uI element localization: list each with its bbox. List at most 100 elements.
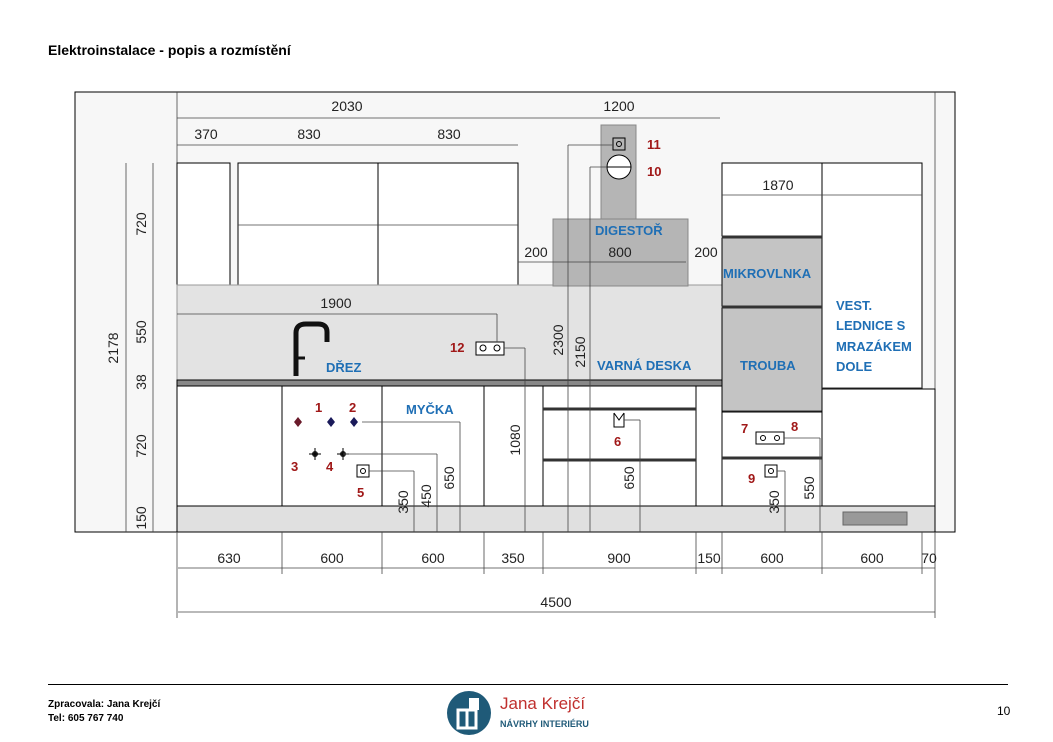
point-5: 5	[357, 485, 364, 500]
logo-name: Jana Krejčí	[500, 694, 586, 713]
phone-line: Tel: 605 767 740	[48, 713, 124, 724]
oven-appliance	[721, 307, 823, 413]
fridge-bottom	[821, 388, 936, 507]
plinth-vent	[842, 511, 908, 526]
dim-650-hob: 650	[621, 466, 637, 490]
dim-bottom-600-a: 600	[320, 550, 344, 566]
socket-5-dot	[360, 468, 366, 474]
author-line: Zpracovala: Jana Krejčí	[48, 699, 161, 710]
point-9: 9	[748, 471, 755, 486]
socket-12-dot-a	[479, 344, 487, 352]
dimension-lines	[125, 117, 936, 618]
dim-upper-370: 370	[194, 126, 218, 142]
dim-top-1200: 1200	[603, 98, 634, 114]
worktop	[176, 379, 723, 387]
fridge-unit	[821, 162, 923, 390]
point-11: 11	[647, 137, 661, 152]
dim-bottom-150: 150	[697, 550, 721, 566]
base-cabinet-150	[695, 385, 723, 507]
socket-8-dot	[774, 435, 780, 441]
hood-socket-dot	[616, 141, 622, 147]
dim-hood-800: 800	[608, 244, 632, 260]
dim-height-150: 150	[133, 506, 149, 530]
label-hood: DIGESTOŘ	[595, 223, 663, 238]
socket-7-dot	[760, 435, 766, 441]
dim-350-right: 350	[766, 490, 782, 514]
socket-9-dot	[768, 468, 774, 474]
dim-total-4500: 4500	[540, 594, 571, 610]
upper-cabinet-370	[176, 162, 231, 286]
page-title: Elektroinstalace - popis a rozmístění	[48, 42, 291, 58]
dim-backsplash-1900: 1900	[320, 295, 351, 311]
point-2: 2	[349, 400, 356, 415]
upper-cabinet-830-b	[377, 162, 519, 286]
label-fridge-line-1: VEST.	[836, 298, 872, 313]
logo-mark-icon	[447, 691, 491, 735]
dim-upper-830-a: 830	[297, 126, 321, 142]
point-1: 1	[315, 400, 322, 415]
label-oven: TROUBA	[740, 358, 796, 373]
socket-12-dot-b	[493, 344, 501, 352]
tall-unit-top	[721, 162, 823, 237]
dim-bottom-600-c: 600	[760, 550, 784, 566]
point-8: 8	[791, 419, 798, 434]
point-6: 6	[614, 434, 621, 449]
marker-2-a-icon	[327, 417, 335, 427]
logo-subtitle: NÁVRHY INTERIÉRU	[500, 719, 589, 729]
hood-socket-box	[612, 137, 626, 151]
faucet-icon	[293, 321, 330, 376]
dim-2300: 2300	[550, 324, 566, 355]
point-3: 3	[291, 459, 298, 474]
dim-height-550: 550	[133, 320, 149, 344]
microwave-appliance	[721, 237, 823, 307]
dim-height-2178: 2178	[105, 332, 121, 363]
label-microwave: MIKROVLNKA	[723, 266, 812, 281]
dim-hood-200-right: 200	[694, 244, 718, 260]
dim-hood-200-left: 200	[524, 244, 548, 260]
dim-bottom-630: 630	[217, 550, 241, 566]
upper-cabinet-830-a	[237, 162, 379, 286]
marker-3-icon	[309, 448, 321, 460]
footer-author: Zpracovala: Jana Krejčí Tel: 605 767 740	[48, 698, 160, 726]
brand-logo: Jana Krejčí NÁVRHY INTERIÉRU	[446, 690, 596, 738]
dim-height-38: 38	[133, 374, 149, 390]
marker-2-b-icon	[350, 417, 358, 427]
dim-tall-1870: 1870	[762, 177, 793, 193]
base-cabinet-350	[483, 385, 544, 507]
dim-height-720-upper: 720	[133, 212, 149, 236]
page-number: 10	[997, 704, 1011, 718]
dim-height-720-base: 720	[133, 434, 149, 458]
point-10: 10	[647, 164, 661, 179]
dim-550: 550	[801, 476, 817, 500]
label-hob: VARNÁ DESKA	[597, 358, 692, 373]
socket-5	[356, 464, 370, 478]
point-12: 12	[450, 340, 464, 355]
label-fridge-line-4: DOLE	[836, 359, 872, 374]
point-4: 4	[326, 459, 334, 474]
dim-450: 450	[418, 484, 434, 508]
dim-bottom-900: 900	[607, 550, 631, 566]
footer-rule	[48, 684, 1008, 685]
label-sink: DŘEZ	[326, 360, 361, 375]
label-dishwasher: MYČKA	[406, 402, 454, 417]
marker-1-icon	[294, 417, 302, 427]
base-cabinet-630	[176, 385, 283, 507]
hood-canopy	[552, 218, 689, 287]
label-fridge-line-2: LEDNICE S	[836, 318, 906, 333]
dim-bottom-70: 70	[921, 550, 937, 566]
dim-650-dishwasher: 650	[441, 466, 457, 490]
label-fridge-line-3: MRAZÁKEM	[836, 339, 912, 354]
dim-350-left: 350	[395, 490, 411, 514]
plinth	[176, 505, 936, 533]
dim-bottom-600-b: 600	[421, 550, 445, 566]
dim-upper-830-b: 830	[437, 126, 461, 142]
dim-top-2030: 2030	[331, 98, 362, 114]
dim-2150: 2150	[572, 336, 588, 367]
dim-bottom-600-d: 600	[860, 550, 884, 566]
socket-9	[764, 464, 778, 478]
base-hob-cabinet	[542, 385, 697, 507]
point-7: 7	[741, 421, 748, 436]
base-sink-cabinet	[281, 385, 383, 507]
dim-1080: 1080	[507, 424, 523, 455]
